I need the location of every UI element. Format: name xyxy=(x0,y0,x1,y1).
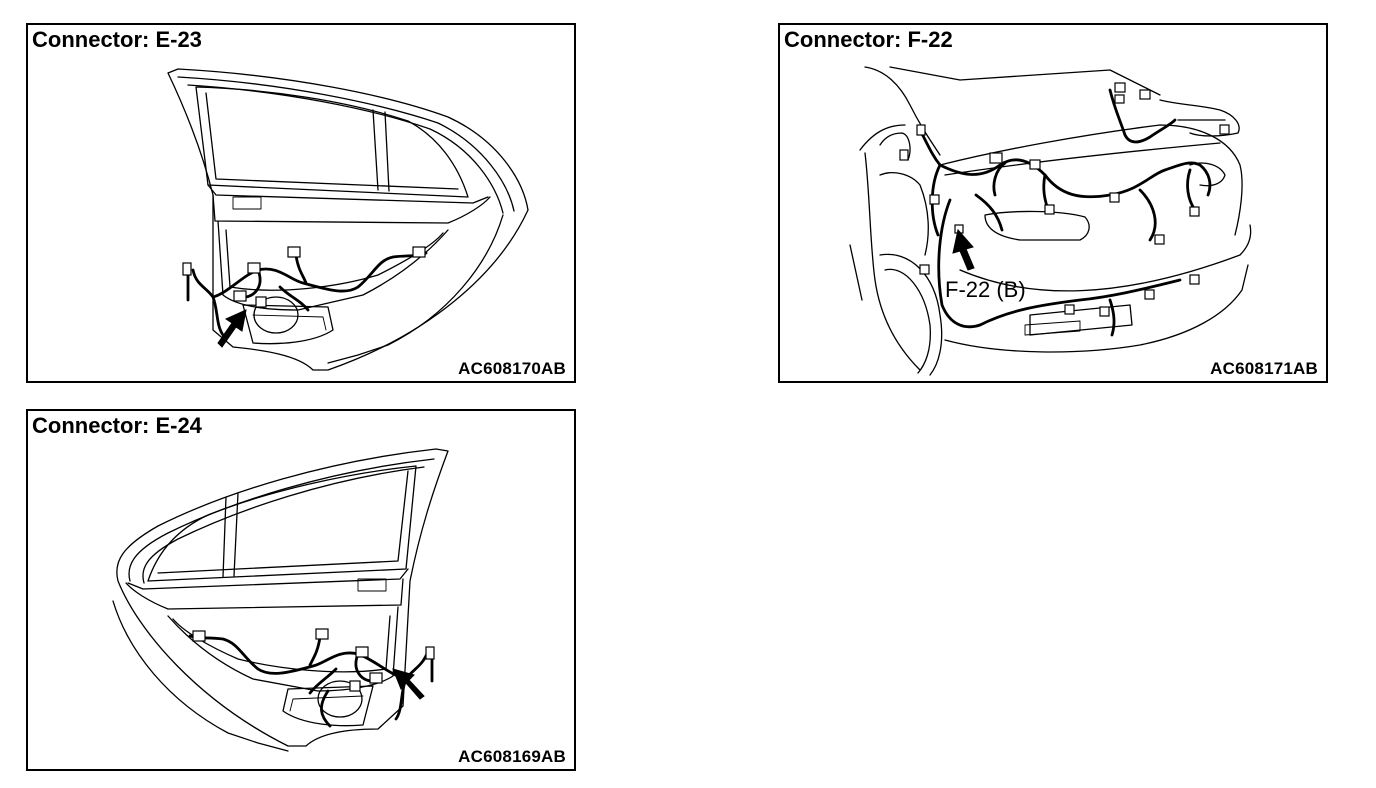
diagram-panel-e23: Connector: E-23 xyxy=(26,23,576,383)
rear-door-illustration xyxy=(112,448,449,752)
panel-title: Connector: E-23 xyxy=(32,27,202,52)
panel-title: Connector: E-24 xyxy=(32,413,202,438)
black-arrow-icon xyxy=(952,228,975,271)
rear-door-illustration xyxy=(167,68,529,371)
black-arrow-icon xyxy=(392,668,425,700)
diagram-panel-e24: Connector: E-24 xyxy=(26,409,576,771)
figure-code: AC608171AB xyxy=(1210,359,1318,378)
figure-code: AC608169AB xyxy=(458,747,566,766)
figure-code: AC608170AB xyxy=(458,359,566,378)
connector-callout-label: F-22 (B) xyxy=(945,277,1026,302)
diagram-panel-f22: Connector: F-22 xyxy=(778,23,1328,383)
panel-title: Connector: F-22 xyxy=(784,27,953,52)
black-arrow-icon xyxy=(217,309,247,348)
trunk-illustration xyxy=(849,66,1252,376)
